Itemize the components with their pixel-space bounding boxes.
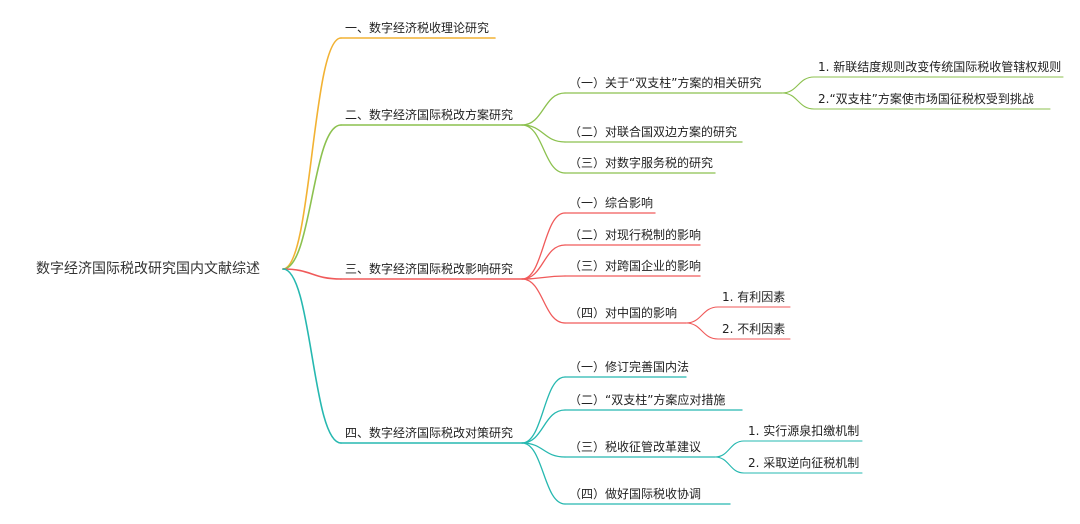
subtopic[interactable]: （四）做好国际税收协调 — [569, 487, 702, 501]
leaf-connector — [685, 306, 719, 324]
subtopic-connector — [521, 278, 566, 324]
subtopic[interactable]: （二）“双支柱”方案应对措施 — [569, 393, 726, 407]
subtopic[interactable]: （三）对数字服务税的研究 — [569, 156, 714, 170]
subtopic[interactable]: （一）修订完善国内法 — [569, 360, 690, 374]
subtopic-connector — [521, 275, 566, 280]
branch-topic[interactable]: 四、数字经济国际税改对策研究 — [345, 426, 514, 440]
branch-topic[interactable]: 一、数字经济税收理论研究 — [345, 21, 490, 35]
subtopic-connector — [521, 124, 566, 143]
leaf-topic[interactable]: 2.“双支柱”方案使市场国征税权受到挑战 — [818, 92, 1034, 106]
subtopic-connector — [521, 212, 566, 280]
subtopic[interactable]: （一）综合影响 — [569, 196, 654, 210]
subtopic-connector — [521, 124, 566, 174]
subtopic-connector — [521, 442, 566, 505]
subtopic-connector — [521, 409, 566, 444]
root-topic[interactable]: 数字经济国际税改研究国内文献综述 — [36, 261, 260, 277]
subtopic-connector — [521, 376, 566, 444]
subtopic-connector — [521, 92, 566, 126]
leaf-connector — [781, 76, 815, 94]
subtopic-connector — [521, 244, 566, 280]
leaf-connector — [714, 440, 745, 458]
leaf-connector — [714, 456, 745, 474]
leaf-topic[interactable]: 1. 有利因素 — [722, 290, 786, 304]
subtopic[interactable]: （三）对跨国企业的影响 — [569, 259, 702, 273]
branch-connector — [282, 124, 342, 270]
subtopic[interactable]: （二）对联合国双边方案的研究 — [569, 125, 738, 139]
leaf-topic[interactable]: 1. 新联结度规则改变传统国际税收管辖权规则 — [818, 60, 1062, 74]
subtopic[interactable]: （三）税收征管改革建议 — [569, 440, 702, 454]
subtopic-connector — [521, 442, 566, 458]
subtopic[interactable]: （四）对中国的影响 — [569, 306, 678, 320]
leaf-topic[interactable]: 2. 采取逆向征税机制 — [748, 456, 860, 470]
branch-topic[interactable]: 三、数字经济国际税改影响研究 — [345, 262, 514, 276]
branch-connector — [282, 268, 342, 444]
leaf-topic[interactable]: 1. 实行源泉扣缴机制 — [748, 424, 860, 438]
branch-connector — [282, 37, 342, 270]
leaf-connector — [685, 322, 719, 340]
branch-topic[interactable]: 二、数字经济国际税改方案研究 — [345, 108, 514, 122]
leaf-topic[interactable]: 2. 不利因素 — [722, 322, 786, 336]
subtopic[interactable]: （二）对现行税制的影响 — [569, 228, 702, 242]
subtopic[interactable]: （一）关于“双支柱”方案的相关研究 — [569, 76, 762, 90]
leaf-connector — [781, 92, 815, 110]
branch-connector — [282, 268, 342, 280]
